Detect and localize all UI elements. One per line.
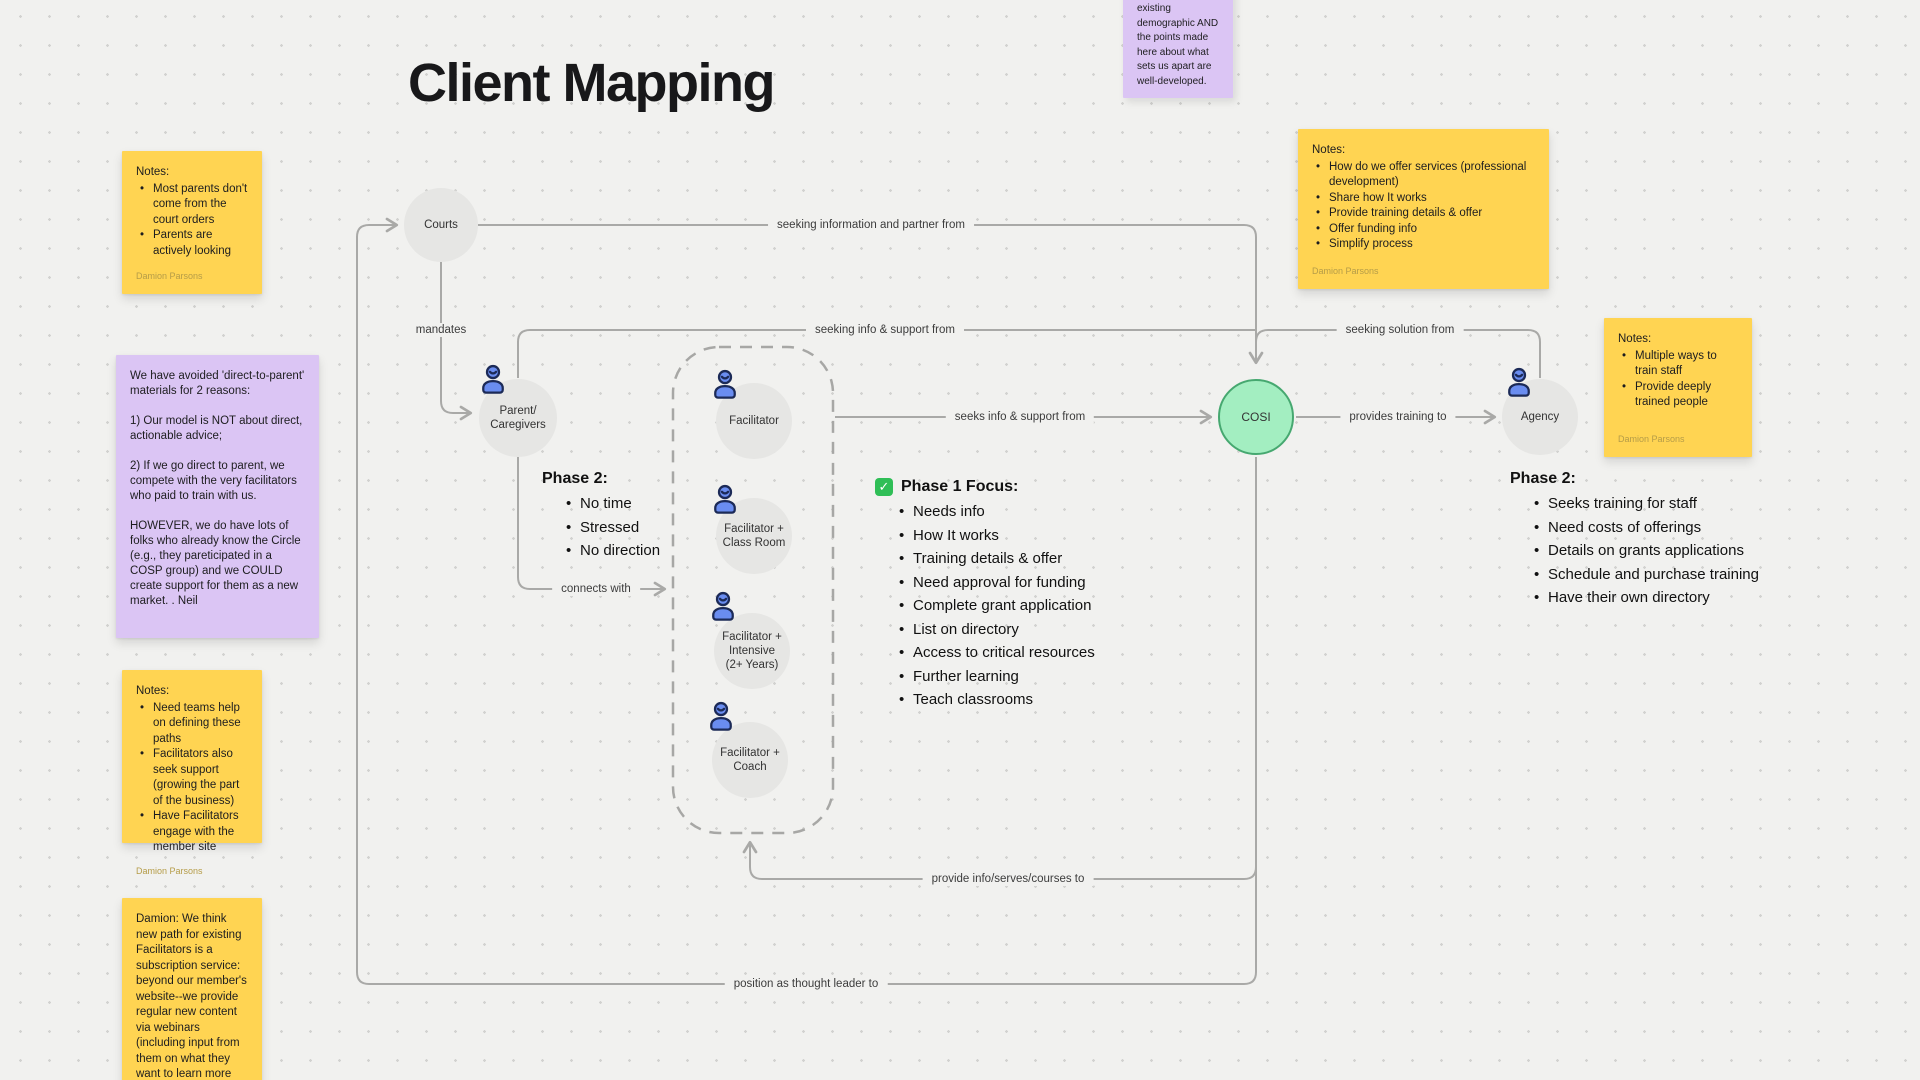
- note-heading: Notes:: [136, 685, 170, 697]
- sticky-note-services[interactable]: Notes: How do we offer services (profess…: [1298, 129, 1549, 289]
- node-courts[interactable]: Courts: [404, 188, 478, 262]
- list-item: No time: [566, 495, 660, 512]
- list-item: Share how It works: [1316, 191, 1535, 207]
- list-item: How It works: [899, 527, 1095, 544]
- person-icon[interactable]: [705, 700, 737, 732]
- list-item: Have Facilitators engage with the member…: [140, 809, 248, 856]
- phase-item-list: No timeStressed No direction: [542, 495, 660, 559]
- edge-label-seeking-info-support[interactable]: seeking info & support from: [806, 323, 964, 337]
- list-item: Seeks training for staff: [1534, 495, 1759, 512]
- note-author: Damion Parsons: [136, 271, 203, 281]
- list-item: Access to critical resources: [899, 644, 1095, 661]
- list-item: Offer funding info: [1316, 222, 1535, 238]
- list-item: Facilitators also seek support (growing …: [140, 747, 248, 809]
- phase-title: Phase 2:: [1510, 470, 1576, 487]
- list-item: Complete grant application: [899, 597, 1095, 614]
- list-item: Have their own directory: [1534, 589, 1759, 606]
- person-icon[interactable]: [709, 483, 741, 515]
- edge-label-position-thought-leader[interactable]: position as thought leader to: [724, 977, 888, 991]
- phase-title: Phase 1 Focus:: [901, 478, 1019, 495]
- sticky-note-courts[interactable]: Notes: Most parents don't come from the …: [122, 151, 262, 294]
- edge-label-mandates[interactable]: mandates: [406, 323, 476, 337]
- list-item: Simplify process: [1316, 237, 1535, 253]
- phase-item-list: Seeks training for staffNeed costs of of…: [1510, 495, 1759, 606]
- list-item: Most parents don't come from the court o…: [140, 182, 248, 229]
- list-item: How do we offer services (professional d…: [1316, 160, 1535, 191]
- note-author: Damion Parsons: [1618, 434, 1685, 444]
- list-item: Training details & offer: [899, 550, 1095, 567]
- phase-title: Phase 2:: [542, 470, 608, 487]
- list-item: Details on grants applications: [1534, 542, 1759, 559]
- list-item: Provide training details & offer: [1316, 206, 1535, 222]
- edge-label-seeking-solution[interactable]: seeking solution from: [1336, 323, 1464, 337]
- edge-courts-cosi: [478, 224, 1264, 365]
- person-icon[interactable]: [477, 363, 509, 395]
- phase-2-parent-list[interactable]: Phase 2: No timeStressed No direction: [542, 470, 660, 566]
- note-bullet-list: Need teams help on defining these pathsF…: [136, 701, 248, 856]
- note-heading: Notes:: [1618, 333, 1652, 345]
- edge-parent-cosi: [517, 329, 1256, 378]
- note-author: Damion Parsons: [136, 865, 203, 876]
- phase-2-agency-list[interactable]: Phase 2: Seeks training for staffNeed co…: [1510, 470, 1759, 613]
- page-title: Client Mapping: [408, 53, 775, 113]
- list-item: Need costs of offerings: [1534, 519, 1759, 536]
- note-text: existing demographic AND the points made…: [1137, 3, 1219, 87]
- edge-label-seeking-information[interactable]: seeking information and partner from: [768, 218, 974, 232]
- node-facilitator-coach[interactable]: Facilitator + Coach: [712, 722, 788, 798]
- sticky-note-demographic[interactable]: existing demographic AND the points made…: [1123, 0, 1233, 98]
- note-bullet-list: Multiple ways to train staffProvide deep…: [1618, 349, 1738, 411]
- list-item: Multiple ways to train staff: [1622, 349, 1738, 380]
- list-item: Need approval for funding: [899, 574, 1095, 591]
- sticky-note-direct-to-parent[interactable]: We have avoided 'direct-to-parent' mater…: [116, 355, 319, 638]
- list-item: List on directory: [899, 621, 1095, 638]
- list-item: Schedule and purchase training: [1534, 566, 1759, 583]
- list-item: Stressed: [566, 519, 660, 536]
- list-item: No direction: [566, 542, 660, 559]
- note-text: We have avoided 'direct-to-parent' mater…: [130, 370, 305, 607]
- phase-item-list: Needs infoHow It worksTraining details &…: [875, 503, 1095, 708]
- person-icon[interactable]: [707, 590, 739, 622]
- phase-1-focus-list[interactable]: ✓ Phase 1 Focus: Needs infoHow It worksT…: [875, 478, 1095, 715]
- node-cosi[interactable]: COSI: [1218, 379, 1294, 455]
- list-item: Further learning: [899, 668, 1095, 685]
- list-item: Needs info: [899, 503, 1095, 520]
- list-item: Teach classrooms: [899, 691, 1095, 708]
- person-icon[interactable]: [709, 368, 741, 400]
- note-heading: Notes:: [1312, 144, 1346, 156]
- note-author: Damion Parsons: [1312, 266, 1379, 276]
- edge-label-provides-training[interactable]: provides training to: [1340, 410, 1456, 424]
- list-item: Provide deeply trained people: [1622, 380, 1738, 411]
- edge-label-provide-info[interactable]: provide info/serves/courses to: [922, 872, 1094, 886]
- edge-label-connects-with[interactable]: connects with: [552, 582, 640, 596]
- node-facilitator-intensive[interactable]: Facilitator + Intensive (2+ Years): [714, 613, 790, 689]
- sticky-note-training[interactable]: Notes: Multiple ways to train staffProvi…: [1604, 318, 1752, 457]
- list-item: Parents are actively looking: [140, 228, 248, 259]
- list-item: Need teams help on defining these paths: [140, 701, 248, 748]
- checked-checkbox-icon[interactable]: ✓: [875, 478, 893, 496]
- edge-cosi-courts: [356, 217, 1257, 985]
- node-facilitator-classroom[interactable]: Facilitator + Class Room: [716, 498, 792, 574]
- note-bullet-list: Most parents don't come from the court o…: [136, 182, 248, 260]
- person-icon[interactable]: [1503, 366, 1535, 398]
- note-bullet-list: How do we offer services (professional d…: [1312, 160, 1535, 253]
- sticky-note-subscription[interactable]: Damion: We think new path for existing F…: [122, 898, 262, 1080]
- sticky-note-paths[interactable]: Notes: Need teams help on defining these…: [122, 670, 262, 876]
- edge-courts-parent: [440, 262, 473, 421]
- note-text: Damion: We think new path for existing F…: [136, 913, 247, 1080]
- edge-agency-cosi: [1255, 329, 1541, 378]
- edge-label-seeks-info-support[interactable]: seeks info & support from: [945, 410, 1095, 424]
- note-heading: Notes:: [136, 166, 170, 178]
